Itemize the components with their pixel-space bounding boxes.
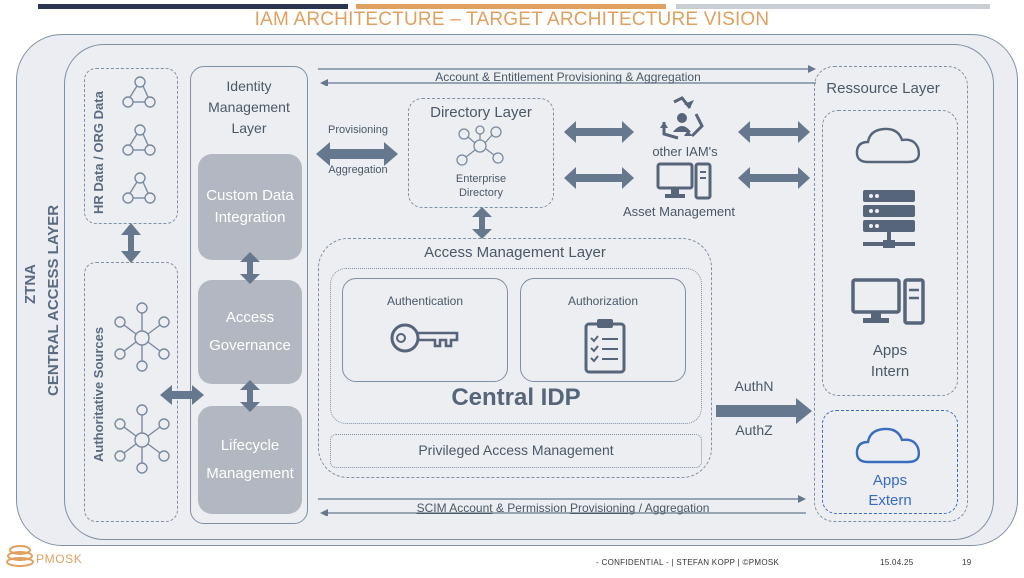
access-governance-box: Access Governance <box>198 280 302 384</box>
directory-label: Directory <box>458 187 503 199</box>
authorization-box <box>520 278 686 382</box>
central-idp-box <box>330 268 702 424</box>
authentication-box <box>342 278 508 382</box>
bottom-flow-label: SCIM Account & Permission Provisioning /… <box>318 501 808 515</box>
hr-data-label: HR Data / ORG Data <box>91 91 106 214</box>
header-bar-gray <box>676 4 990 9</box>
authn-label: AuthN <box>734 378 774 394</box>
lifecycle-label-2: Management <box>206 465 294 482</box>
apps-intern-label-2: Intern <box>870 363 910 380</box>
access-management-label: Access Management Layer <box>424 244 606 261</box>
authentication-label: Authentication <box>386 294 464 308</box>
key-icon <box>390 323 459 353</box>
apps-extern-label-2: Extern <box>868 492 912 509</box>
identity-directory-arrow <box>316 142 398 166</box>
custom-governance-arrow <box>240 252 260 284</box>
page-number: 19 <box>962 558 972 567</box>
hub-network-icon <box>114 302 170 474</box>
directory-layer-box <box>408 98 554 208</box>
date-footer: 15.04.25 <box>880 558 914 567</box>
ztna-label: ZTNA <box>22 264 39 304</box>
custom-data-integration-box: Custom Data Integration <box>198 154 302 260</box>
directory-layer-label: Directory Layer <box>430 104 532 121</box>
access-governance-label-1: Access <box>225 309 275 326</box>
apps-extern-box <box>822 410 958 514</box>
provisioning-text: Provisioning <box>569 501 636 515</box>
pam-label: Privileged Access Management <box>418 442 614 458</box>
resource-layer-label: Ressource Layer <box>826 80 940 97</box>
access-management-box <box>318 238 712 478</box>
directory-network-icon <box>456 125 504 166</box>
iam-resource-arrow <box>738 121 810 143</box>
access-governance-label-2: Governance <box>209 337 291 354</box>
lifecycle-label-1: Lifecycle <box>220 437 280 454</box>
apps-extern-label-1: Apps <box>872 472 908 489</box>
desktop-computer-icon <box>851 278 925 325</box>
asset-resource-arrow <box>738 167 810 189</box>
clipboard-checklist-icon <box>584 319 626 374</box>
slide-title: IAM ARCHITECTURE – TARGET ARCHITECTURE V… <box>254 9 770 30</box>
brand-name: PMOSK <box>36 552 83 566</box>
governance-lifecycle-arrow <box>240 380 260 412</box>
header-bar-gold <box>356 4 666 9</box>
enterprise-label: Enterprise <box>455 173 507 185</box>
authn-authz-arrow <box>716 398 812 424</box>
aggregation-label: Aggregation <box>328 164 388 176</box>
resource-layer-box <box>814 66 968 522</box>
identity-management-box <box>190 66 308 524</box>
header-bar-navy <box>38 4 348 9</box>
confidential-footer: - CONFIDENTIAL - | STEFAN KOPP | ©PMOSK <box>596 558 780 567</box>
cloud-extern-icon <box>855 427 921 464</box>
custom-data-label-1: Custom Data <box>206 187 294 204</box>
pmosk-logo-icon <box>6 545 34 567</box>
bottom-scim-arrows <box>318 495 806 516</box>
server-rack-icon <box>863 190 915 248</box>
directory-access-arrow <box>472 207 492 239</box>
scim-account-text: SCIM Account <box>416 501 493 515</box>
custom-data-label-2: Integration <box>214 209 286 226</box>
top-flow-label: Account & Entitlement Provisioning & Agg… <box>435 70 701 84</box>
identity-management-label: Identity Management Layer <box>208 78 290 136</box>
hr-authoritative-arrow <box>121 223 141 263</box>
lifecycle-management-box: Lifecycle Management <box>198 406 302 514</box>
computer-icon <box>656 162 712 200</box>
authorization-label: Authorization <box>567 294 639 308</box>
authz-label: AuthZ <box>735 422 773 438</box>
other-iams-label: other IAM's <box>652 144 718 159</box>
pam-box <box>330 434 702 468</box>
directory-iam-arrow <box>564 121 634 143</box>
recycle-icon <box>660 96 704 140</box>
aggregation-text: / Aggregation <box>638 501 710 515</box>
permission-text: & Permission <box>495 501 567 515</box>
directory-asset-arrow <box>564 167 634 189</box>
central-access-label: CENTRAL ACCESS LAYER <box>45 204 62 396</box>
top-provisioning-arrows <box>318 65 816 86</box>
cloud-icon <box>855 127 921 164</box>
apps-intern-box <box>822 110 958 396</box>
provisioning-label: Provisioning <box>328 124 388 136</box>
asset-management-label: Asset Management <box>622 204 735 219</box>
authoritative-sources-label: Authoritative Sources <box>91 326 106 462</box>
org-network-icon <box>122 76 156 204</box>
authoritative-identity-arrow <box>160 385 204 405</box>
apps-intern-label-1: Apps <box>872 342 908 359</box>
central-idp-label: Central IDP <box>451 384 581 411</box>
